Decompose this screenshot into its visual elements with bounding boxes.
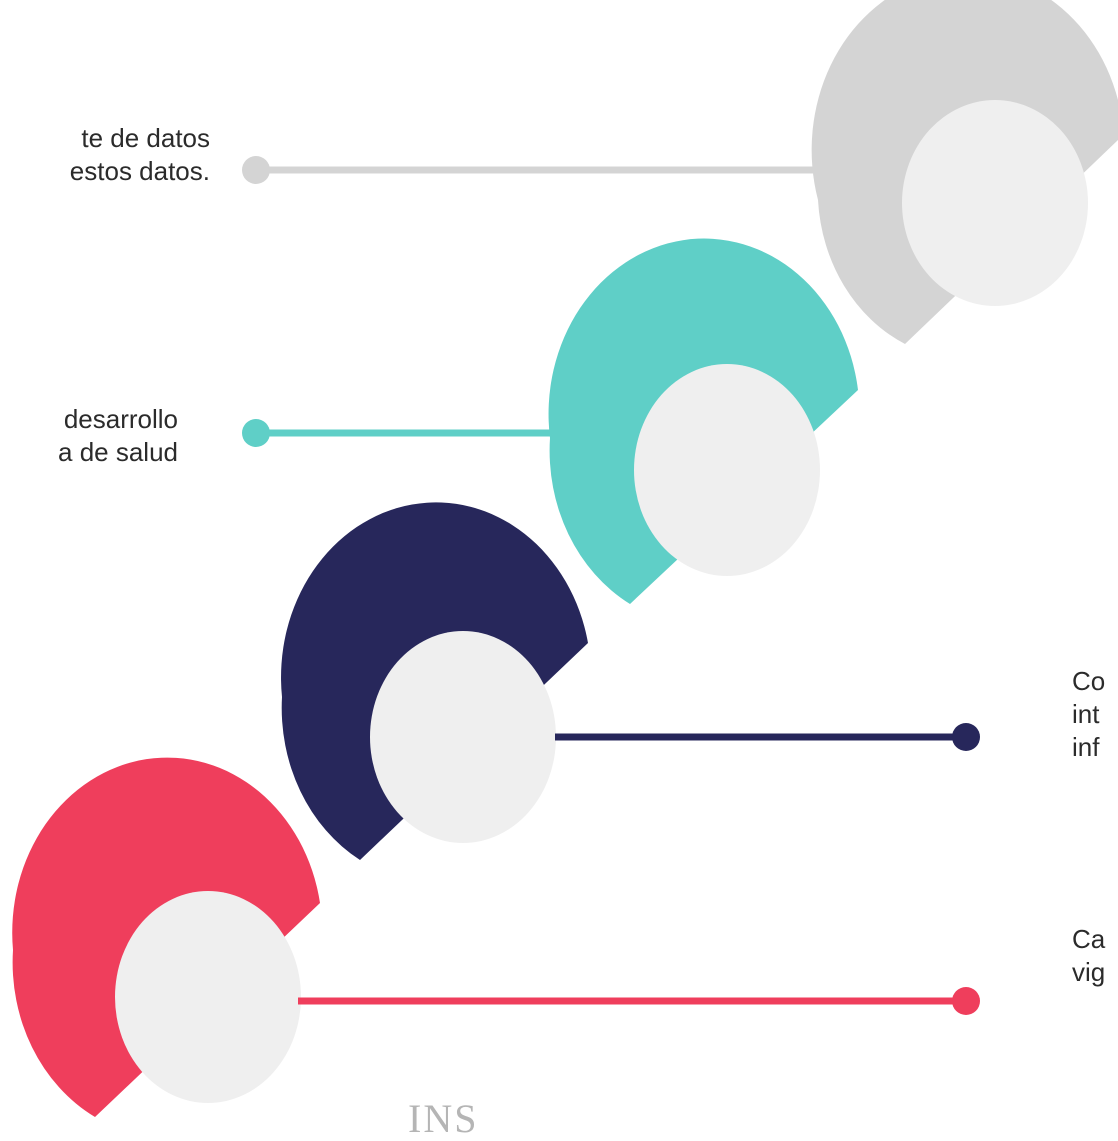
step-3-navy bbox=[281, 502, 980, 860]
step-3-label-line-3: inf bbox=[1072, 732, 1100, 762]
step-3-label-line-2: int bbox=[1072, 699, 1100, 729]
step-3-label-line-1: Co bbox=[1072, 666, 1106, 696]
step-2-teal bbox=[242, 238, 858, 604]
step-4-label-line-2: vig bbox=[1072, 957, 1106, 987]
gray-connector-dot bbox=[242, 156, 270, 184]
step-1-label-line-1: te de datos bbox=[81, 123, 210, 153]
step-1-label-line-2: estos datos. bbox=[69, 156, 210, 186]
step-2-label-line-2: a de salud bbox=[58, 437, 178, 467]
teal-connector-dot bbox=[242, 419, 270, 447]
ins-logo: INS bbox=[408, 1096, 479, 1141]
teal-inner-circle bbox=[634, 364, 820, 576]
navy-connector-dot bbox=[952, 723, 980, 751]
step-1-gray bbox=[242, 0, 1118, 344]
step-3-label: Co int inf bbox=[1072, 665, 1118, 775]
red-connector-dot bbox=[952, 987, 980, 1015]
gray-inner-circle bbox=[902, 100, 1088, 306]
navy-inner-circle bbox=[370, 631, 556, 843]
timeline-diagram bbox=[12, 0, 1118, 1117]
red-inner-circle bbox=[115, 891, 301, 1103]
step-4-label-line-1: Ca bbox=[1072, 924, 1106, 954]
step-4-red bbox=[12, 757, 980, 1117]
step-1-label: te de datos estos datos. bbox=[0, 122, 210, 192]
step-2-label-line-1: desarrollo bbox=[63, 404, 178, 434]
step-4-label: Ca vig bbox=[1072, 923, 1118, 993]
step-2-label: desarrollo a de salud bbox=[0, 403, 178, 473]
